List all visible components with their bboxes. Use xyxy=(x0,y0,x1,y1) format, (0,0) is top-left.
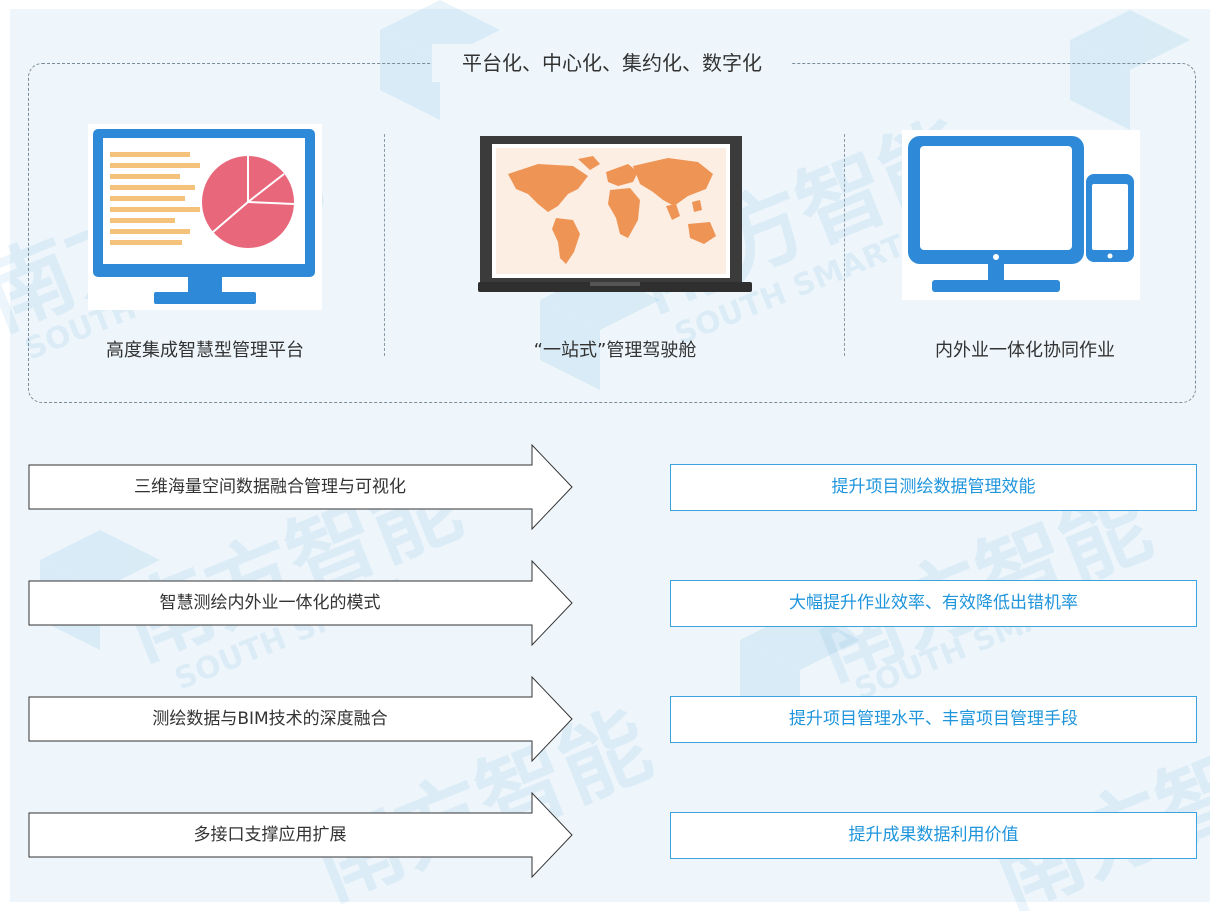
feature-caption-2: “一站式”管理驾驶舱 xyxy=(533,340,697,361)
result-box-4: 提升成果数据利用价值 xyxy=(670,812,1197,859)
arrow-shape-1 xyxy=(28,444,573,530)
arrow-shape-4 xyxy=(28,792,573,878)
arrow-shape-3 xyxy=(28,676,573,762)
separator-2 xyxy=(844,134,845,356)
arrow-label-2: 智慧测绘内外业一体化的模式 xyxy=(159,593,381,613)
result-box-1: 提升项目测绘数据管理效能 xyxy=(670,464,1197,511)
result-box-3: 提升项目管理水平、丰富项目管理手段 xyxy=(670,696,1197,743)
frame-title: 平台化、中心化、集约化、数字化 xyxy=(432,44,792,82)
arrow-shape-2 xyxy=(28,560,573,646)
result-box-2: 大幅提升作业效率、有效降低出错机率 xyxy=(670,580,1197,627)
feature-caption-1: 高度集成智慧型管理平台 xyxy=(106,340,304,361)
monitor-phone-icon xyxy=(902,130,1140,300)
feature-caption-3: 内外业一体化协同作业 xyxy=(935,340,1115,361)
separator-1 xyxy=(384,134,385,356)
laptop-world-map-icon xyxy=(478,136,752,292)
arrow-label-1: 三维海量空间数据融合管理与可视化 xyxy=(134,477,406,497)
monitor-pie-chart-icon xyxy=(88,124,322,310)
arrow-label-3: 测绘数据与BIM技术的深度融合 xyxy=(152,709,388,729)
arrow-label-4: 多接口支撑应用扩展 xyxy=(193,825,347,845)
